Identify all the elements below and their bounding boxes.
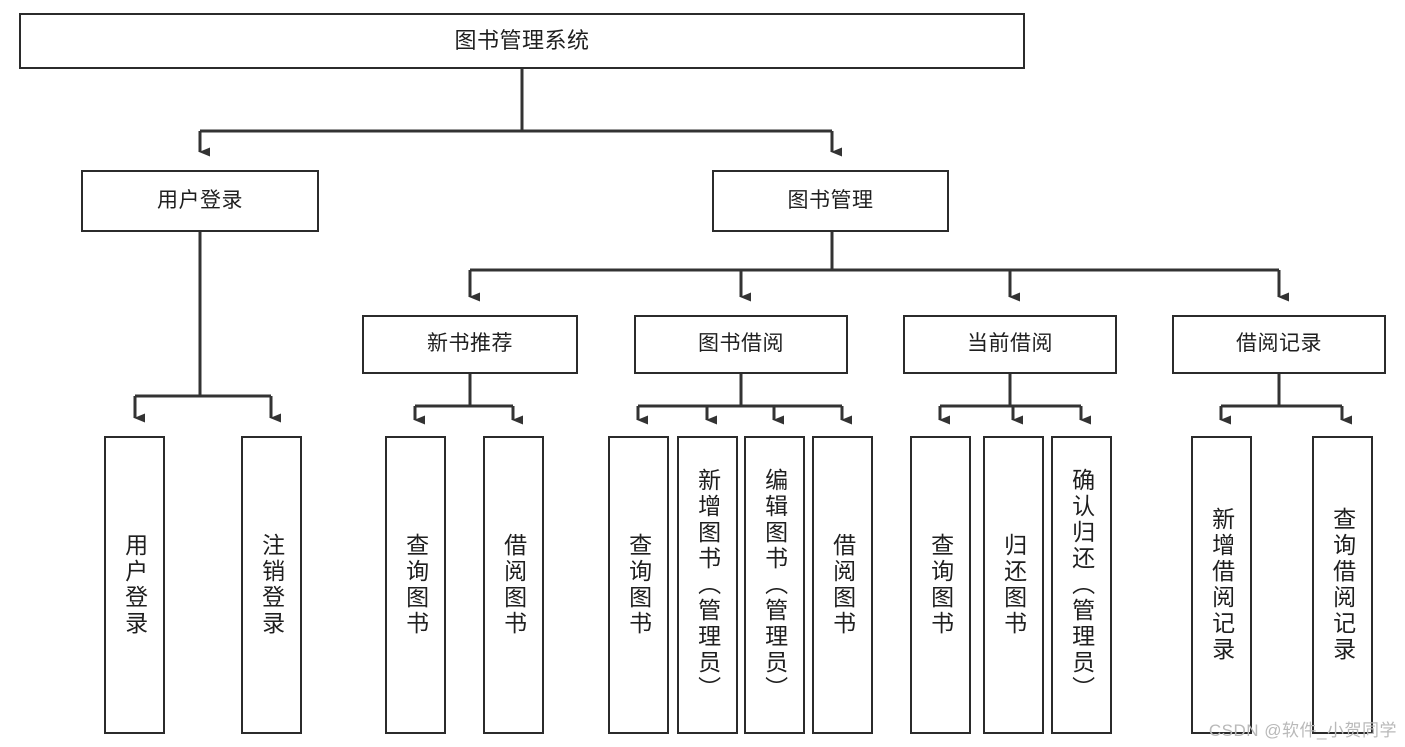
leaf-user-login[interactable]: 用户登录 (104, 436, 165, 734)
node-label: 查询图书 (927, 533, 954, 637)
node-label: 确认归还（管理员） (1068, 468, 1095, 702)
node-label: 图书借阅 (698, 332, 784, 356)
leaf-query-book-current[interactable]: 查询图书 (910, 436, 971, 734)
node-label: 查询图书 (625, 533, 652, 637)
node-label: 查询借阅记录 (1329, 507, 1356, 663)
leaf-edit-book-admin[interactable]: 编辑图书（管理员） (744, 436, 805, 734)
node-label: 借阅图书 (829, 533, 856, 637)
node-label: 图书管理系统 (454, 28, 590, 54)
node-borrow-records[interactable]: 借阅记录 (1172, 315, 1386, 374)
node-label: 新增借阅记录 (1208, 507, 1235, 663)
leaf-logout[interactable]: 注销登录 (241, 436, 302, 734)
node-label: 借阅记录 (1236, 332, 1322, 356)
node-label: 编辑图书（管理员） (761, 468, 788, 702)
node-label: 新书推荐 (427, 332, 513, 356)
leaf-borrow-book-recommend[interactable]: 借阅图书 (483, 436, 544, 734)
leaf-confirm-return-admin[interactable]: 确认归还（管理员） (1051, 436, 1112, 734)
leaf-add-borrow-record[interactable]: 新增借阅记录 (1191, 436, 1252, 734)
leaf-return-book[interactable]: 归还图书 (983, 436, 1044, 734)
leaf-query-book-recommend[interactable]: 查询图书 (385, 436, 446, 734)
node-new-book-recommend[interactable]: 新书推荐 (362, 315, 578, 374)
node-label: 查询图书 (402, 533, 429, 637)
leaf-add-book-admin[interactable]: 新增图书（管理员） (677, 436, 738, 734)
node-label: 归还图书 (1000, 533, 1027, 637)
node-root-system[interactable]: 图书管理系统 (19, 13, 1025, 69)
node-label: 用户登录 (157, 188, 243, 212)
csdn-watermark: CSDN @软件_小贺同学 (1208, 721, 1397, 740)
node-label: 新增图书（管理员） (694, 468, 721, 702)
leaf-query-book-borrow[interactable]: 查询图书 (608, 436, 669, 734)
node-label: 借阅图书 (500, 533, 527, 637)
node-label: 用户登录 (121, 533, 148, 637)
node-label: 图书管理 (787, 188, 874, 212)
node-user-login[interactable]: 用户登录 (81, 170, 319, 232)
leaf-borrow-book[interactable]: 借阅图书 (812, 436, 873, 734)
node-book-management[interactable]: 图书管理 (712, 170, 949, 232)
node-current-borrow[interactable]: 当前借阅 (903, 315, 1117, 374)
leaf-query-borrow-record[interactable]: 查询借阅记录 (1312, 436, 1373, 734)
node-book-borrow[interactable]: 图书借阅 (634, 315, 848, 374)
node-label: 注销登录 (258, 533, 285, 637)
node-label: 当前借阅 (967, 332, 1053, 356)
